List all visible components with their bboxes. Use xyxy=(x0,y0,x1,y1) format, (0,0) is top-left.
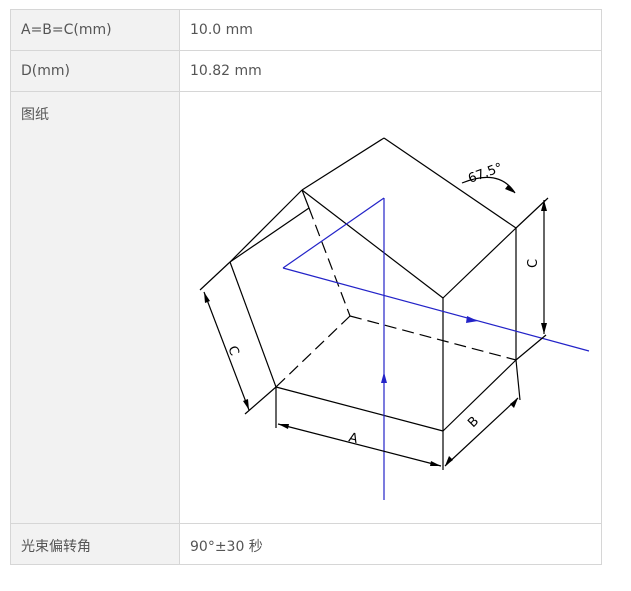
table-row: A=B=C(mm) 10.0 mm xyxy=(10,9,602,51)
table-row: D(mm) 10.82 mm xyxy=(10,50,602,92)
hidden-edges xyxy=(275,207,517,388)
dimension-a-label: A xyxy=(347,430,359,447)
pentaprism-drawing: 67.5° A B C C xyxy=(199,137,590,500)
beam-path xyxy=(282,197,590,500)
spec-value: 10.82 mm xyxy=(179,50,602,92)
table-row: 光束偏转角 90°±30 秒 xyxy=(10,523,602,565)
dimension-b xyxy=(444,359,521,467)
angle-dimension xyxy=(461,176,516,194)
spec-label: A=B=C(mm) xyxy=(10,9,180,51)
spec-label: 光束偏转角 xyxy=(10,523,180,565)
spec-value: 90°±30 秒 xyxy=(179,523,602,565)
spec-table: A=B=C(mm) 10.0 mm D(mm) 10.82 mm 图纸 xyxy=(10,9,602,565)
prism-outline xyxy=(229,137,517,432)
dimension-c-left xyxy=(199,261,277,415)
table-row: 图纸 xyxy=(10,91,602,524)
drawing-cell: 67.5° A B C C xyxy=(179,91,602,524)
dimension-b-label: B xyxy=(465,414,482,431)
dimension-c-left-label: C xyxy=(224,344,241,358)
spec-value: 10.0 mm xyxy=(179,9,602,51)
dimension-a xyxy=(275,387,444,470)
dimension-c-right xyxy=(515,197,549,361)
spec-label: D(mm) xyxy=(10,50,180,92)
spec-label: 图纸 xyxy=(10,91,180,524)
angle-label: 67.5° xyxy=(466,161,504,187)
dimension-c-right-label: C xyxy=(526,259,541,268)
